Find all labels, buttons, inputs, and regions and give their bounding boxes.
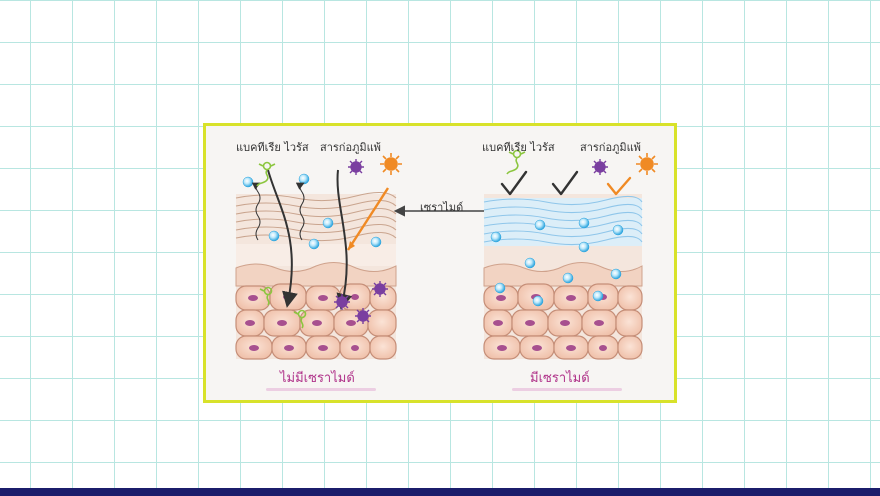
left-label-bacteria-virus: แบคทีเรีย ไวรัส [236, 141, 309, 154]
virus-icon [372, 281, 388, 297]
skin-barrier-diagram [235, 149, 658, 391]
virus-icon [348, 159, 364, 175]
virus-icon [334, 294, 350, 310]
virus-icon [592, 159, 608, 175]
allergen-sun-icon [380, 153, 402, 175]
allergen-sun-icon [636, 153, 658, 175]
bacteria-icon [259, 286, 273, 306]
right-skin-block [483, 149, 658, 360]
bacteria-icon [293, 309, 307, 329]
bacteria-icon [506, 149, 526, 175]
bottom-bar [0, 488, 880, 496]
left-caption: ไม่มีเซราไมด์ [280, 371, 355, 386]
bacteria-icon [256, 161, 276, 187]
center-label-ceramide: เซราไมด์ [420, 201, 464, 214]
left-label-allergen: สารก่อภูมิแพ้ [320, 141, 381, 154]
virus-icon [355, 308, 371, 324]
right-label-allergen: สารก่อภูมิแพ้ [580, 141, 641, 154]
diagram-frame: แบคทีเรีย ไวรัส สารก่อภูมิแพ้ เซราไมด์ แ… [203, 123, 677, 403]
right-caption: มีเซราไมด์ [530, 371, 590, 386]
left-skin-block [235, 153, 402, 360]
right-label-bacteria-virus: แบคทีเรีย ไวรัส [482, 141, 555, 154]
